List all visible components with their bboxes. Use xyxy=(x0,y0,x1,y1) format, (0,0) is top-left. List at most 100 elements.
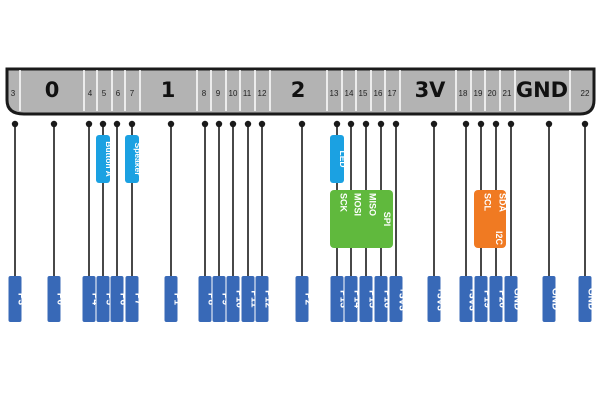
pin-label: +3V3 xyxy=(435,287,446,311)
pin-label-box xyxy=(164,276,178,322)
pad-number-label: 15 xyxy=(359,89,368,98)
pin-label-box xyxy=(344,276,358,322)
pin-label: GND xyxy=(512,288,523,310)
pin-label-box xyxy=(8,276,22,322)
pin-label: P1 xyxy=(172,293,183,306)
pin-dot xyxy=(11,120,19,128)
large-pad-label: 3V xyxy=(415,78,447,102)
pin-label-box xyxy=(82,276,96,322)
pin-label-box xyxy=(359,276,373,322)
pin-label: GND xyxy=(550,288,561,310)
pin-label: P15 xyxy=(367,290,378,308)
pin-dot xyxy=(128,120,136,128)
pad-number-label: 12 xyxy=(258,89,267,98)
pin-label: P0 xyxy=(55,293,66,306)
pin-dot xyxy=(167,120,175,128)
pin-label-box xyxy=(198,276,212,322)
pin-label: P5 xyxy=(104,293,115,306)
pad-number-label: 11 xyxy=(243,89,252,98)
pad-number-label: 13 xyxy=(330,89,339,98)
pad-number-label: 19 xyxy=(474,89,483,98)
pin-label-box xyxy=(578,276,592,322)
pin-dot xyxy=(377,120,385,128)
pin-label: P2 xyxy=(303,293,314,306)
pin-label-box xyxy=(226,276,240,322)
pin-dot xyxy=(545,120,553,128)
pin-label: P9 xyxy=(220,293,231,306)
pin-dot xyxy=(581,120,589,128)
button-a-tag-box xyxy=(96,135,110,183)
pad-number-label: 8 xyxy=(202,89,207,98)
pin-dot xyxy=(392,120,400,128)
spi-line-label: MOSI xyxy=(353,193,363,216)
pin-label-box xyxy=(427,276,441,322)
edge-connector-body xyxy=(5,67,596,116)
speaker-tag-box xyxy=(125,135,139,183)
pin-dot xyxy=(50,120,58,128)
pad-number-label: 10 xyxy=(229,89,238,98)
pin-dot xyxy=(298,120,306,128)
pin-dot xyxy=(113,120,121,128)
pad-number-label: 14 xyxy=(345,89,354,98)
pin-label-box xyxy=(96,276,110,322)
pin-dot xyxy=(244,120,252,128)
pin-label: P10 xyxy=(234,290,245,308)
pin-label-box xyxy=(542,276,556,322)
pad-dividers xyxy=(19,70,571,111)
pin-dot xyxy=(362,120,370,128)
pin-dot xyxy=(462,120,470,128)
pin-label: P6 xyxy=(118,293,129,306)
pin-label-box xyxy=(295,276,309,322)
spi-line-label: SCK xyxy=(339,193,349,213)
pin-dot xyxy=(229,120,237,128)
pad-number-label: 7 xyxy=(130,89,135,98)
spi-group-label: SPI xyxy=(382,212,392,227)
pad-number-label: 6 xyxy=(116,89,121,98)
pin-label: P7 xyxy=(133,293,144,306)
pin-dot xyxy=(492,120,500,128)
spi-line-label: MISO xyxy=(368,193,378,216)
pin-label: P19 xyxy=(482,290,493,308)
pad-number-label: 22 xyxy=(581,89,590,98)
pin-label-box xyxy=(474,276,488,322)
pin-dot xyxy=(215,120,223,128)
i2c-line-label: SCL xyxy=(483,193,493,212)
pin-label: P12 xyxy=(263,290,274,308)
pad-number-label: 17 xyxy=(388,89,397,98)
pad-number-label: 4 xyxy=(88,89,93,98)
pin-label: P16 xyxy=(382,290,393,308)
large-pad-label: 0 xyxy=(45,78,60,102)
large-pad-label: 1 xyxy=(161,78,176,102)
large-pad-label: 2 xyxy=(291,78,306,102)
i2c-group-box xyxy=(474,190,506,248)
led-tag: LED xyxy=(338,151,348,168)
led-tag-box xyxy=(330,135,344,183)
speaker-tag: Speaker xyxy=(133,142,143,176)
i2c-line-label: SDA xyxy=(498,193,508,213)
pin-label: +3V3 xyxy=(467,287,478,311)
pin-dot xyxy=(99,120,107,128)
pin-label: +3V3 xyxy=(397,287,408,311)
pin-label: P3 xyxy=(16,293,27,306)
pin-dot xyxy=(201,120,209,128)
pad-number-label: 5 xyxy=(102,89,107,98)
pad-number-label: 3 xyxy=(11,89,16,98)
pin-label-box xyxy=(489,276,503,322)
pin-label-box xyxy=(47,276,61,322)
pin-label: P14 xyxy=(352,290,363,308)
pin-dot xyxy=(347,120,355,128)
pin-dot xyxy=(85,120,93,128)
pin-label-box xyxy=(459,276,473,322)
pin-dot xyxy=(333,120,341,128)
large-pad-label: GND xyxy=(516,78,568,102)
pin-label: P11 xyxy=(249,290,260,308)
pin-label: P13 xyxy=(338,290,349,308)
edge-connector xyxy=(5,67,596,116)
pad-number-label: 18 xyxy=(459,89,468,98)
pad-number-label: 21 xyxy=(503,89,512,98)
pin-dot xyxy=(477,120,485,128)
